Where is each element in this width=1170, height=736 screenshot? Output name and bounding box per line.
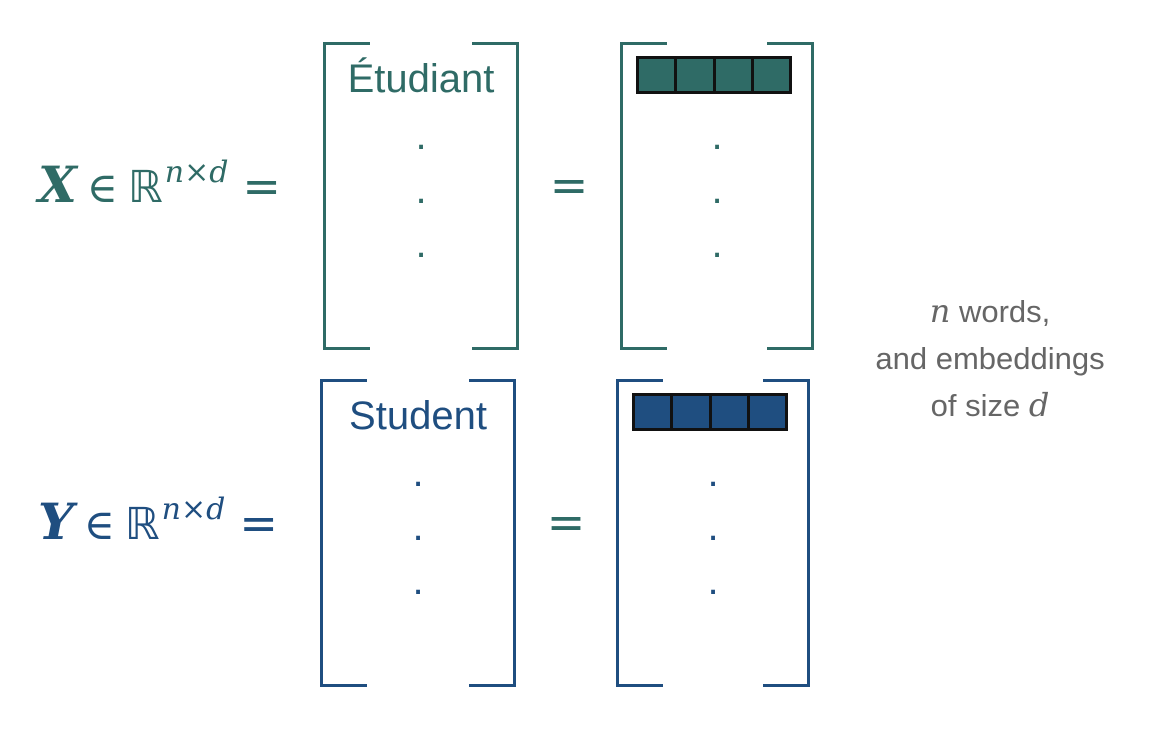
real-numbers-symbol: ℝ [127, 162, 163, 213]
x-equation-row: X∈ℝn×d = Étudiant . . . = . . . [0, 40, 1170, 360]
element-of-symbol: ∈ [86, 163, 118, 212]
ellipsis-dot: . [711, 222, 723, 266]
equals-sign: = [549, 158, 589, 212]
caption-var-n: n [929, 292, 951, 330]
matrix-right-bracket [767, 42, 814, 350]
dimension-caption: n words, and embeddings of size d [832, 288, 1148, 429]
x-embedding-matrix: . . . [620, 42, 814, 350]
x-definition: X∈ℝn×d = [38, 145, 281, 225]
equals-sign: = [546, 495, 586, 549]
embedding-cell [635, 396, 674, 428]
y-variable: Y [38, 492, 74, 551]
ellipsis-dot: . [415, 168, 427, 212]
embedding-cell [749, 396, 785, 428]
matrix-right-bracket [472, 42, 519, 350]
matrix-left-bracket [320, 379, 367, 687]
y-word-matrix: Student . . . [320, 379, 516, 687]
matrix-right-bracket [469, 379, 516, 687]
dimension-exponent: n×d [164, 155, 229, 190]
ellipsis-dot: . [707, 505, 719, 549]
caption-var-d: d [1028, 386, 1050, 424]
matrix-left-bracket [620, 42, 667, 350]
caption-text: words, [950, 294, 1051, 329]
ellipsis-dot: . [711, 168, 723, 212]
ellipsis-dot: . [707, 559, 719, 603]
embedding-vector [632, 393, 788, 431]
equals-sign: = [239, 496, 278, 550]
equals-sign: = [242, 159, 281, 213]
real-numbers-symbol: ℝ [124, 499, 160, 550]
y-definition: Y∈ℝn×d = [38, 482, 278, 562]
embedding-cell [673, 396, 712, 428]
matrix-first-word: Student [349, 394, 487, 438]
ellipsis-dot: . [415, 114, 427, 158]
embedding-vector [636, 56, 792, 94]
y-embedding-matrix: . . . [616, 379, 810, 687]
caption-line: of size d [832, 382, 1148, 429]
ellipsis-dot: . [415, 222, 427, 266]
dimension-exponent: n×d [161, 492, 226, 527]
embedding-cell [639, 59, 678, 91]
x-word-matrix: Étudiant . . . [323, 42, 519, 350]
embedding-cell [715, 59, 754, 91]
matrix-first-word: Étudiant [347, 57, 495, 101]
matrix-left-bracket [616, 379, 663, 687]
ellipsis-dot: . [711, 114, 723, 158]
embedding-cell [677, 59, 716, 91]
caption-line: and embeddings [875, 341, 1105, 376]
element-of-symbol: ∈ [83, 500, 115, 549]
ellipsis-dot: . [412, 559, 424, 603]
embedding-cell [753, 59, 789, 91]
ellipsis-dot: . [707, 451, 719, 495]
y-equation-row: Y∈ℝn×d = Student . . . = . . . [0, 377, 1170, 697]
embedding-cell [711, 396, 750, 428]
ellipsis-dot: . [412, 505, 424, 549]
caption-line: n words, [832, 288, 1148, 335]
x-variable: X [38, 155, 77, 214]
matrix-right-bracket [763, 379, 810, 687]
ellipsis-dot: . [412, 451, 424, 495]
caption-text: of size [930, 388, 1029, 423]
matrix-left-bracket [323, 42, 370, 350]
